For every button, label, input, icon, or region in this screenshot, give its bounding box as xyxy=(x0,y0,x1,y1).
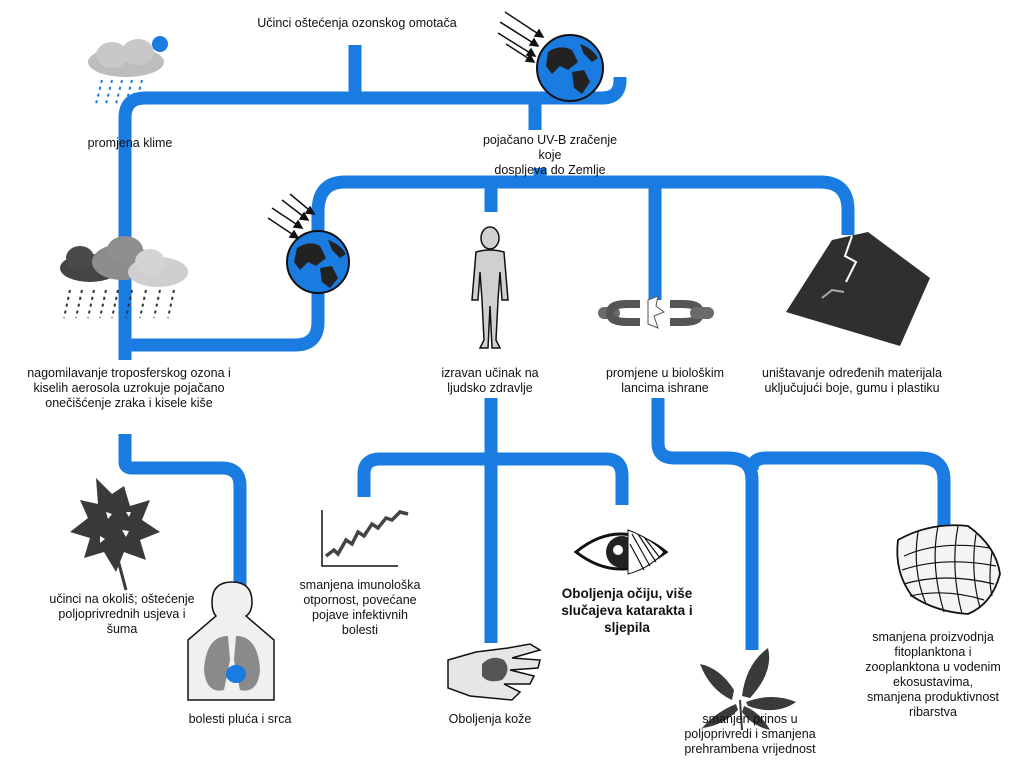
lungs-heart-icon xyxy=(187,581,275,701)
cracked-material-icon xyxy=(786,232,930,346)
human-figure-icon xyxy=(471,226,509,349)
broken-chain-icon xyxy=(598,295,714,329)
human-health-label: izravan učinak na ljudsko zdravlje xyxy=(441,366,539,395)
earth-uv-rays-icon xyxy=(497,11,604,102)
environment-effects-label: učinci na okoliš; oštećenje poljoprivred… xyxy=(49,592,195,636)
rising-graph-icon xyxy=(321,510,409,567)
lung-heart-disease-label: bolesti pluća i srca xyxy=(188,712,292,726)
eye-cataract-icon xyxy=(573,529,669,575)
immune-effects-label: smanjena imunološka otpornost, povećane … xyxy=(299,578,421,637)
climate-change-label: promjena klime xyxy=(87,136,173,150)
diagram-title: Učinci oštećenja ozonskog omotača xyxy=(257,16,457,30)
materials-damage-label: uništavanje određenih materijala uključu… xyxy=(762,366,942,395)
hand-skin-icon xyxy=(447,643,542,701)
storm-clouds-acid-rain-icon xyxy=(60,236,188,319)
tropospheric-ozone-label: nagomilavanje troposferskog ozona i kise… xyxy=(27,366,231,410)
plant-icon xyxy=(700,648,796,731)
skin-disease-label: Oboljenja kože xyxy=(448,712,532,726)
crop-yield-label: smanjen prinos u poljoprivredi i smanjen… xyxy=(684,712,816,756)
damaged-leaf-icon xyxy=(70,478,160,591)
uvb-radiation-label: pojačano UV-B zračenje koje dospljeva do… xyxy=(482,133,618,177)
earth-small-uv-icon xyxy=(267,193,350,294)
distorted-net-icon xyxy=(896,524,1001,615)
eye-disease-label: Oboljenja očiju, više slučajeva katarakt… xyxy=(561,586,693,635)
plankton-label: smanjena proizvodnja fitoplanktona i zoo… xyxy=(865,630,1001,719)
food-chain-label: promjene u biološkim lancima ishrane xyxy=(605,366,725,395)
rain-cloud-sun-icon xyxy=(88,36,168,105)
